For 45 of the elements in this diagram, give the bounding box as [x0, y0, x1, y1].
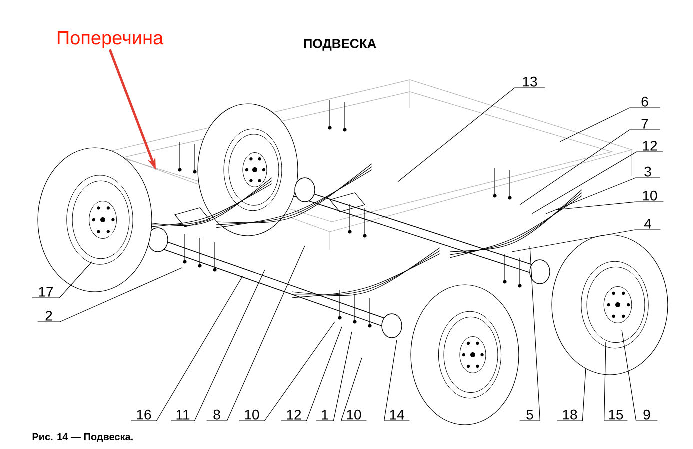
leader-line [38, 268, 182, 322]
callout-number: 3 [644, 166, 652, 177]
callout-number: 12 [643, 141, 658, 151]
leader-line [512, 230, 661, 252]
callout-number: 18 [563, 410, 578, 420]
callout-number: 15 [609, 410, 624, 420]
leader-line [398, 88, 546, 182]
leader-line [281, 326, 342, 422]
leader-line [546, 178, 660, 214]
callout-number: 13 [523, 76, 538, 87]
leader-line [131, 276, 244, 422]
part-label: Поперечина [58, 32, 164, 48]
callout-number: 10 [245, 410, 260, 420]
callout-number: 14 [390, 410, 404, 420]
callout-number: 2 [46, 311, 52, 321]
callout-number: 6 [642, 96, 648, 107]
callout-number: 8 [214, 410, 220, 420]
leader-line [340, 358, 367, 422]
leader-line [622, 330, 658, 422]
callout-number: 12 [287, 410, 302, 420]
callout-number: 11 [176, 410, 190, 420]
caption: Рис. 14 — Подвеска. [32, 434, 133, 442]
callout-number: 4 [644, 219, 652, 229]
callout-number: 10 [347, 410, 362, 420]
leader-line [206, 246, 306, 422]
callout-number: 17 [39, 287, 54, 297]
callout-number: 5 [526, 410, 534, 420]
leader-line [520, 246, 541, 422]
leader-line [556, 202, 664, 210]
leader-line [171, 270, 266, 422]
leader-line [520, 130, 660, 206]
leader-line [532, 152, 664, 214]
title: ПОДВЕСКА [304, 39, 376, 51]
callout-number: 16 [137, 410, 152, 420]
callout-number: 9 [644, 410, 650, 420]
callout-number: 1 [322, 410, 328, 420]
callout-number: 10 [643, 190, 658, 201]
leader-line [316, 332, 352, 422]
leader-line [604, 342, 628, 422]
leader-line [32, 262, 92, 298]
leader-line [557, 368, 586, 422]
callout-number: 7 [642, 119, 648, 129]
leader-line [560, 108, 660, 142]
leader-line [239, 322, 336, 422]
leader-line [384, 340, 410, 422]
